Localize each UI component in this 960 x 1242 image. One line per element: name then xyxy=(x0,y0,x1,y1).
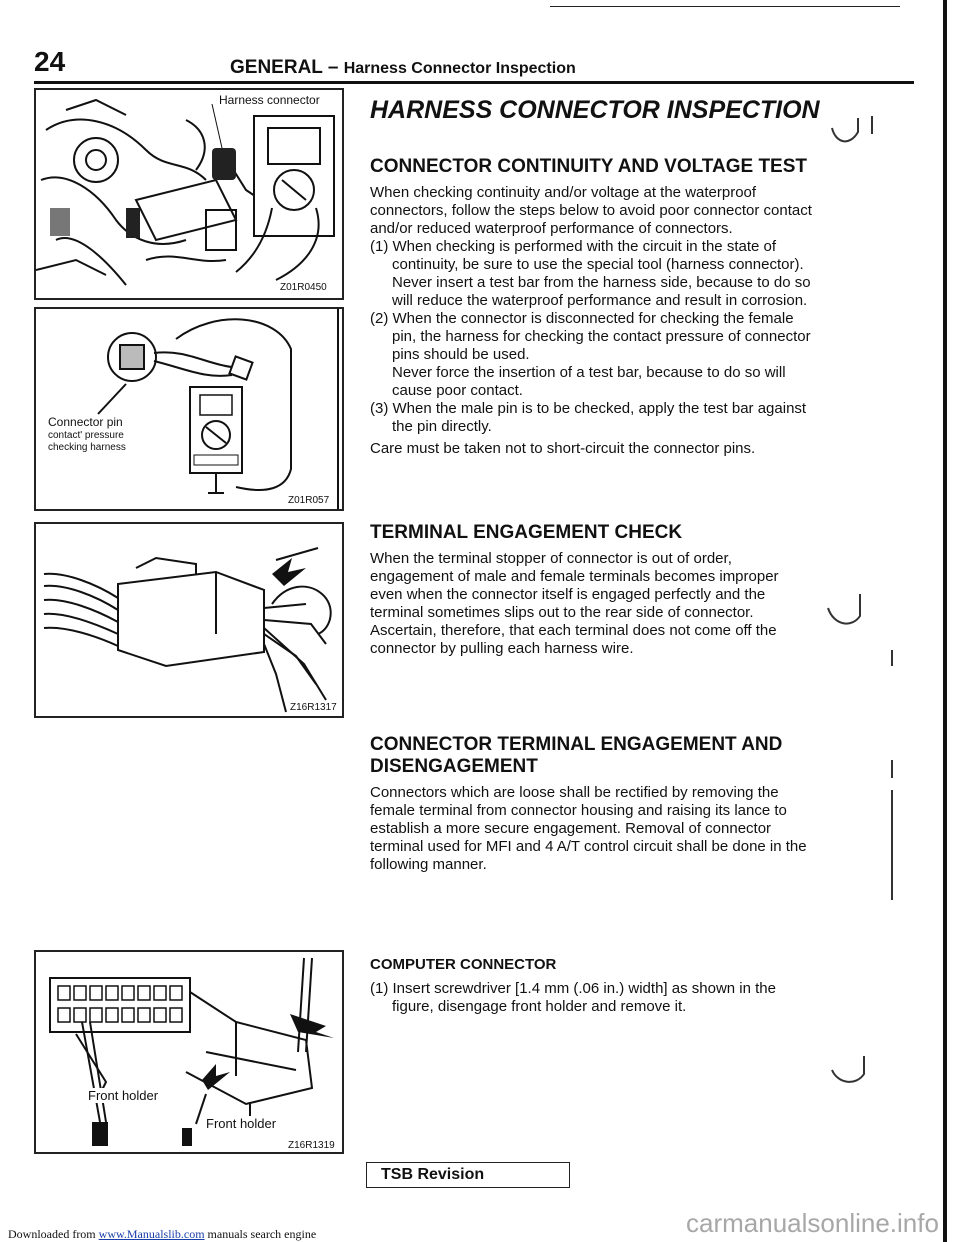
section-dash: – xyxy=(327,57,339,78)
figure-pin-pressure-harness: Connector pin contact' pressure checking… xyxy=(34,307,344,511)
section-intro: When checking continuity and/or voltage … xyxy=(370,184,812,237)
label-front-holder-right: Front holder xyxy=(206,1116,277,1131)
figure-code: Z16R1317 xyxy=(290,702,337,713)
page-header: 24 GENERAL – Harness Connector Inspectio… xyxy=(34,46,914,82)
figure-code: Z01R057 xyxy=(288,495,330,506)
figure-harness-connector: Harness connector Z01R0450 xyxy=(34,88,344,300)
download-suffix: manuals search engine xyxy=(204,1227,317,1241)
terminal-pull-illustration xyxy=(43,547,332,713)
section-heading: CONNECTOR TERMINAL ENGAGEMENT AND DISENG… xyxy=(370,734,783,777)
front-holder-illustration xyxy=(49,957,334,1146)
figure-code: Z01R0450 xyxy=(280,282,327,293)
label-checking-harness: checking harness xyxy=(48,442,126,453)
section-body: Connectors which are loose shall be rect… xyxy=(370,784,807,873)
figure-code: Z16R1319 xyxy=(288,1140,335,1151)
tsb-revision-box: TSB Revision xyxy=(366,1162,570,1188)
step-1: (1) Insert screwdriver [1.4 mm (.06 in.)… xyxy=(370,980,776,1015)
binding-bar xyxy=(943,0,947,1242)
manualslib-link[interactable]: www.Manualslib.com xyxy=(98,1227,205,1241)
section-terminal-engagement-check: TERMINAL ENGAGEMENT CHECK When the termi… xyxy=(370,522,812,658)
pressure-harness-illustration xyxy=(97,309,339,509)
label-connector-pin: Connector pin xyxy=(48,415,123,429)
watermark: carmanualsonline.info xyxy=(686,1208,939,1238)
section-computer-connector: COMPUTER CONNECTOR (1) Insert screwdrive… xyxy=(370,956,812,1016)
page-title: HARNESS CONNECTOR INSPECTION xyxy=(370,96,820,124)
figure-front-holder: Front holder Front holder Z16R1319 xyxy=(34,950,344,1154)
label-harness-connector: Harness connector xyxy=(219,93,320,107)
top-rule xyxy=(550,6,900,7)
section-name: GENERAL xyxy=(230,57,323,78)
subsection-name: Harness Connector Inspection xyxy=(343,60,576,77)
step-3: (3) When the male pin is to be checked, … xyxy=(370,400,807,435)
section-heading: CONNECTOR CONTINUITY AND VOLTAGE TEST xyxy=(370,156,808,177)
section-body: When the terminal stopper of connector i… xyxy=(370,550,779,657)
page-number: 24 xyxy=(34,46,66,77)
section-heading: COMPUTER CONNECTOR xyxy=(370,956,557,973)
section-heading: TERMINAL ENGAGEMENT CHECK xyxy=(370,522,683,543)
step-1: (1) When checking is performed with the … xyxy=(370,238,804,273)
section-continuity-voltage-test: CONNECTOR CONTINUITY AND VOLTAGE TEST Wh… xyxy=(370,156,812,458)
section-engagement-disengagement: CONNECTOR TERMINAL ENGAGEMENT AND DISENG… xyxy=(370,734,812,874)
step-2: (2) When the connector is disconnected f… xyxy=(370,310,811,363)
margin-marks xyxy=(827,116,893,1083)
download-notice: Downloaded from www.Manualslib.com manua… xyxy=(8,1227,316,1242)
step-2-note: Never force the insertion of a test bar,… xyxy=(392,364,786,399)
header-rule xyxy=(34,81,914,84)
caution-text: Care must be taken not to short-circuit … xyxy=(370,440,756,457)
figure-terminal-engagement: Z16R1317 xyxy=(34,522,344,718)
engine-harness-illustration xyxy=(36,98,335,286)
label-contact-pressure: contact' pressure xyxy=(48,430,124,441)
step-1-note: Never insert a test bar from the harness… xyxy=(392,274,811,309)
download-prefix: Downloaded from xyxy=(8,1227,99,1241)
section-title: GENERAL – Harness Connector Inspection xyxy=(230,57,576,79)
label-front-holder-left: Front holder xyxy=(88,1088,159,1103)
